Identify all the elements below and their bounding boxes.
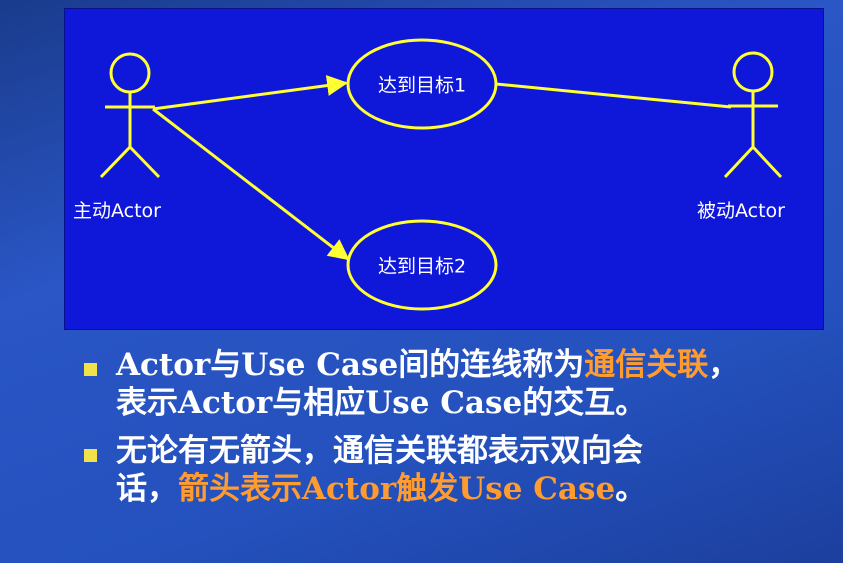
use-case-2-label: 达到目标2 [377, 255, 467, 278]
association-arrow-uc1 [152, 75, 349, 111]
bullet-text-2: 无论有无箭头，通信关联都表示双向会 话，箭头表示Actor触发Use Case。 [116, 432, 838, 508]
use-case-1-label: 达到目标1 [377, 74, 467, 97]
bullet-list: Actor与Use Case间的连线称为通信关联， 表示Actor与相应Use … [78, 346, 838, 518]
bullet-2-highlight: 箭头表示Actor触发Use Case [178, 471, 616, 507]
primary-actor-label: 主动Actor [73, 200, 161, 222]
bullet-1-line-1-part-c: ， [708, 347, 740, 383]
bullet-2-line-2-part-c: 。 [615, 471, 647, 507]
use-case-diagram: 主动Actor 被动Actor 达到目标1 达到目标2 [64, 8, 824, 330]
bullet-square-icon [84, 363, 97, 376]
bullet-square-icon [84, 449, 97, 462]
bullet-item-1: Actor与Use Case间的连线称为通信关联， 表示Actor与相应Use … [78, 346, 838, 422]
association-arrow-uc2 [152, 107, 350, 261]
bullet-item-2: 无论有无箭头，通信关联都表示双向会 话，箭头表示Actor触发Use Case。 [78, 432, 838, 508]
bullet-1-line-1-part-a: Actor与Use Case间的连线称为 [116, 347, 585, 383]
association-line-secondary [495, 82, 732, 109]
bullet-2-line-2-part-a: 话， [116, 471, 178, 507]
secondary-actor-figure [723, 51, 783, 179]
bullet-1-highlight: 通信关联 [584, 347, 709, 383]
secondary-actor-label: 被动Actor [697, 200, 785, 222]
diagram-canvas [99, 38, 783, 311]
bullet-text-1: Actor与Use Case间的连线称为通信关联， 表示Actor与相应Use … [116, 346, 838, 422]
bullet-2-line-1: 无论有无箭头，通信关联都表示双向会 [116, 433, 643, 469]
primary-actor-figure [99, 52, 161, 179]
use-case-2-ellipse [346, 219, 498, 311]
bullet-1-line-2: 表示Actor与相应Use Case的交互。 [116, 385, 647, 421]
